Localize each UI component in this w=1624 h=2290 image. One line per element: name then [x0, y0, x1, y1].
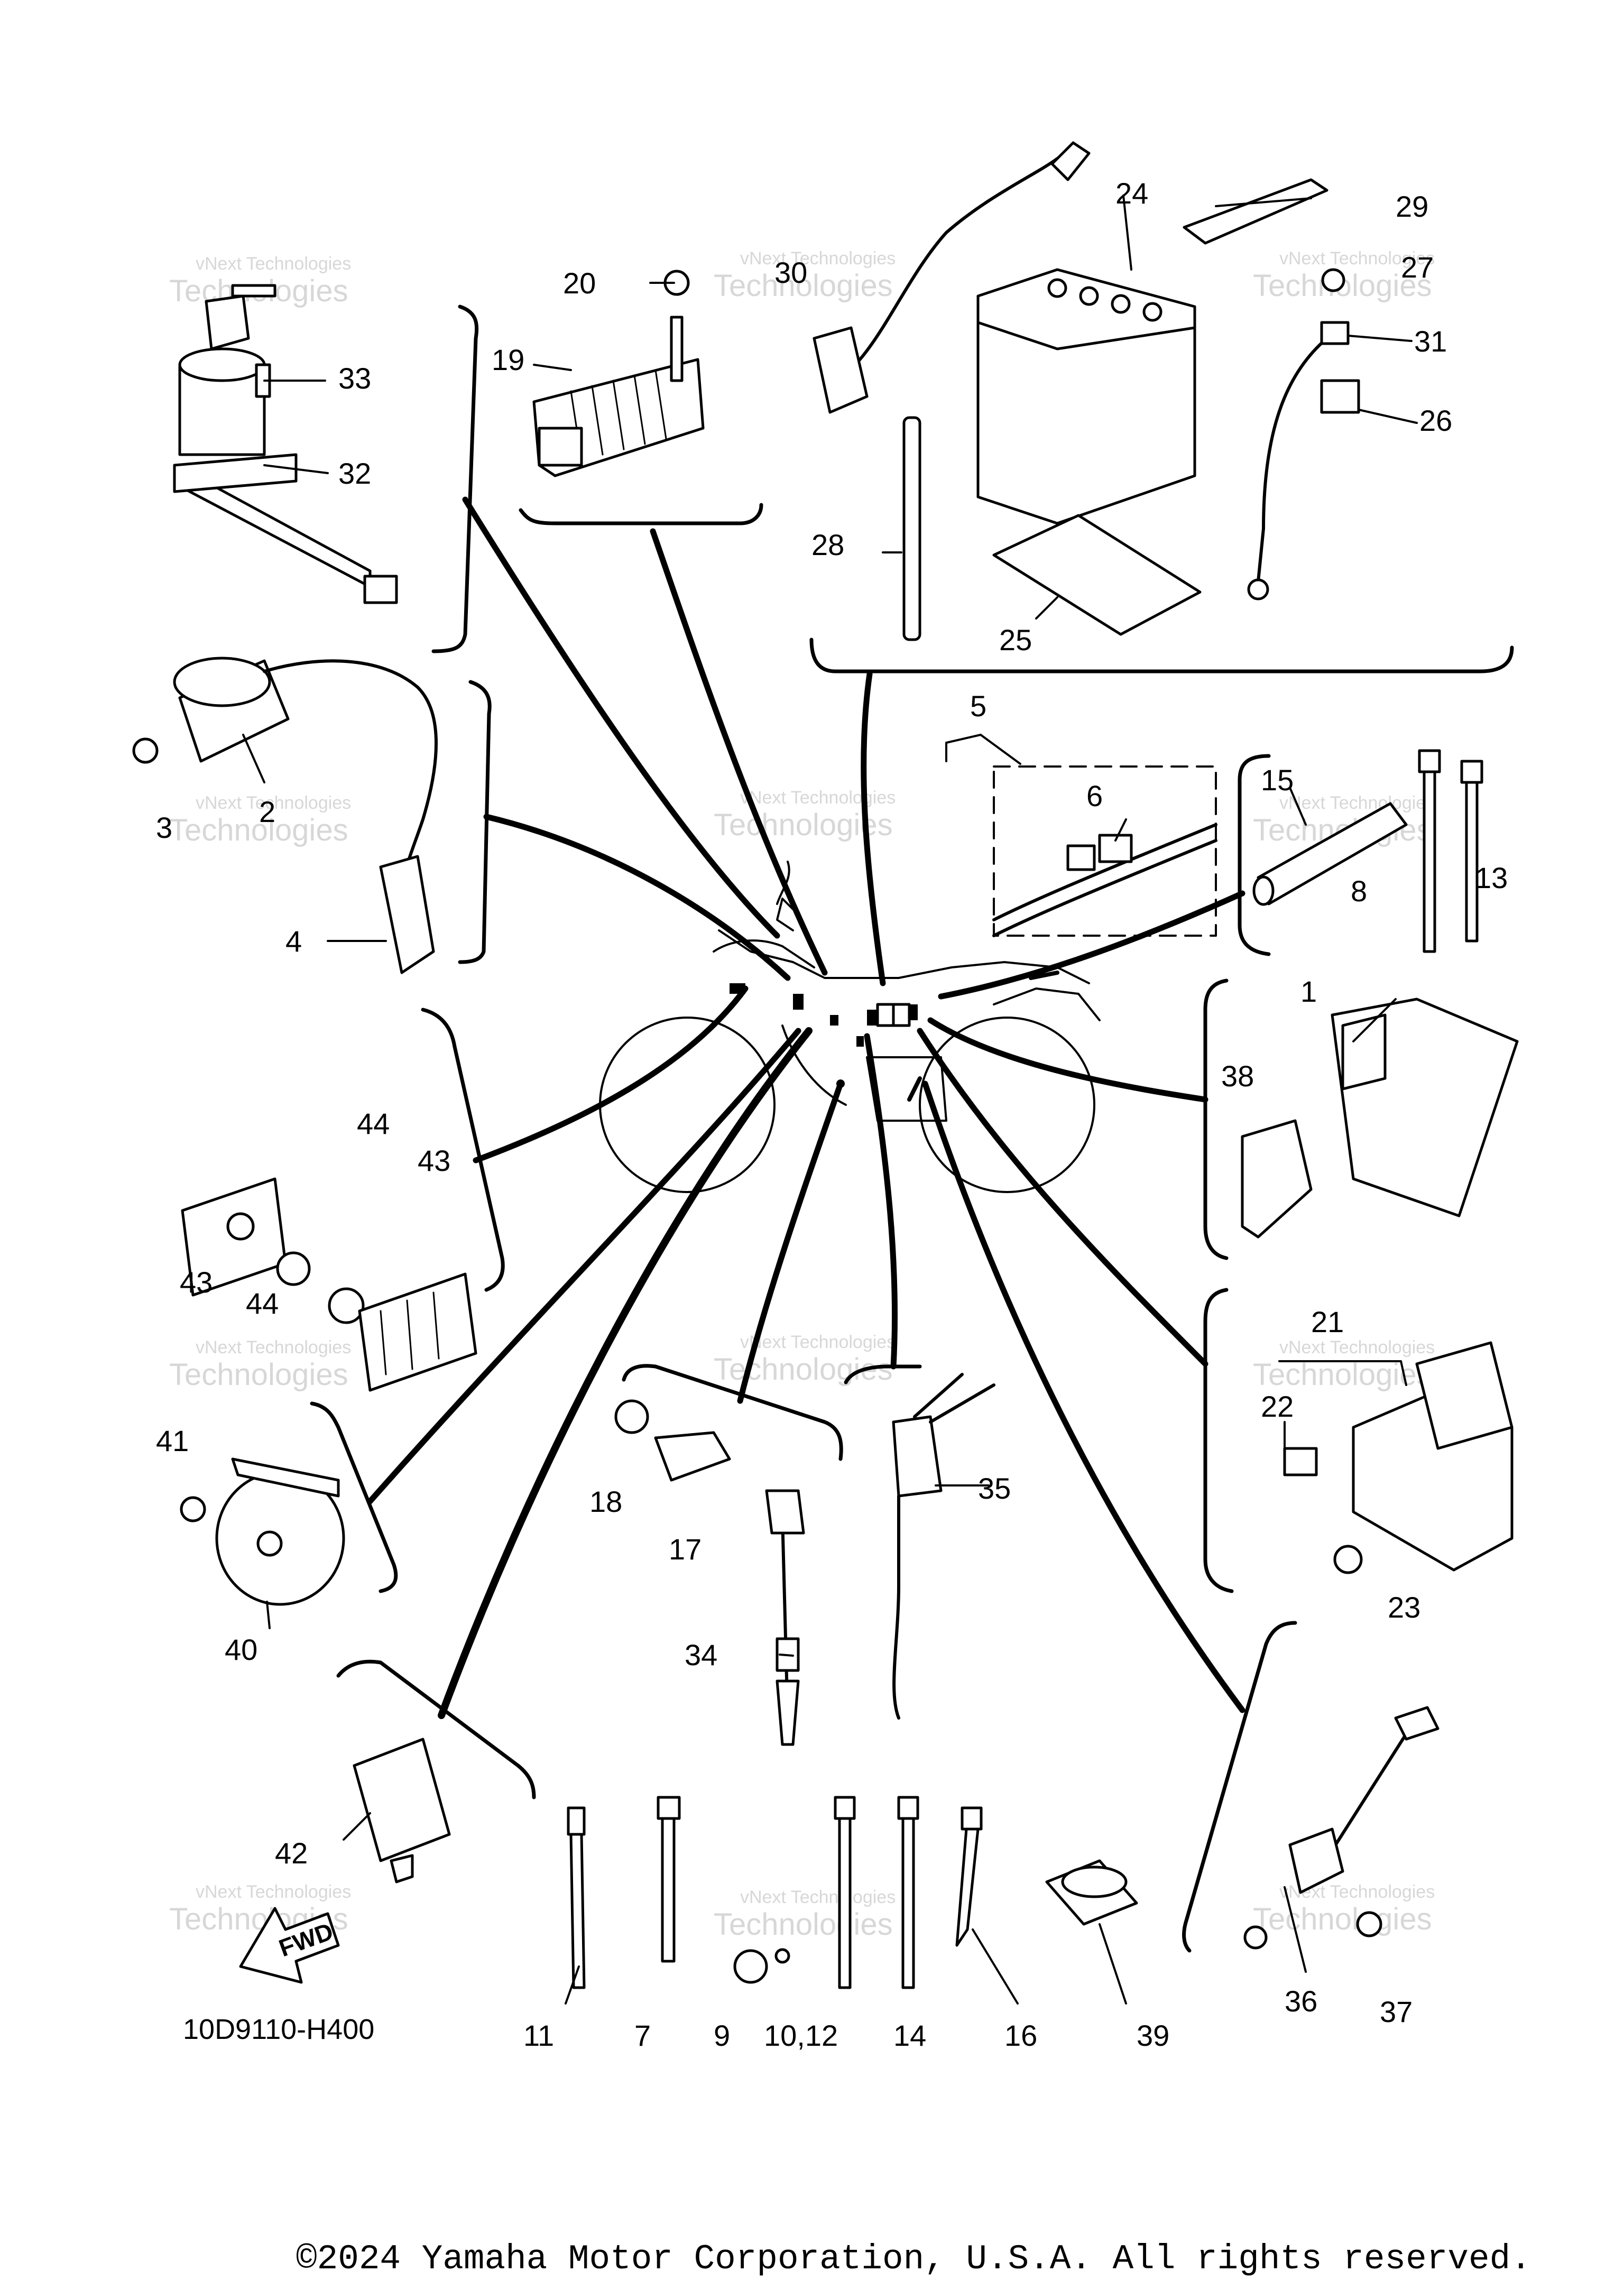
callout-3: 3	[156, 811, 172, 844]
callout-18: 18	[589, 1485, 622, 1518]
callout-20: 20	[563, 266, 596, 300]
callout-33: 33	[338, 362, 371, 395]
callout-32: 32	[338, 457, 371, 490]
callout-35: 35	[978, 1472, 1011, 1505]
callout-42: 42	[275, 1836, 308, 1870]
callout-layer: 1 2 3 4 5 6 7 8 9 10,12 11 13 14 15 16 1…	[156, 177, 1508, 2052]
callout-25: 25	[999, 623, 1032, 657]
callout-43-right: 43	[418, 1144, 450, 1177]
watermark-line1: vNext Technologies	[1279, 248, 1435, 269]
watermark-line1: vNext Technologies	[740, 1332, 896, 1352]
callout-11: 11	[523, 2019, 554, 2052]
callout-44-lower: 44	[246, 1287, 279, 1320]
callout-14: 14	[893, 2019, 926, 2052]
callout-1: 1	[1300, 975, 1317, 1008]
callout-31: 31	[1414, 325, 1447, 358]
copyright-notice: ©2024 Yamaha Motor Corporation, U.S.A. A…	[296, 2239, 1531, 2279]
callout-leaders	[242, 195, 1418, 2005]
harness-leaders	[367, 496, 1245, 1719]
callout-13: 13	[1475, 861, 1508, 894]
callout-24: 24	[1115, 177, 1148, 210]
drawing-code: 10D9110-H400	[183, 2014, 375, 2045]
callout-15: 15	[1261, 763, 1294, 797]
vehicle-outline	[599, 861, 1101, 1193]
callout-21: 21	[1311, 1305, 1344, 1338]
watermark-line1: vNext Technologies	[1279, 793, 1435, 813]
group-brackets	[310, 304, 1514, 1953]
callout-8: 8	[1351, 874, 1367, 908]
callout-39: 39	[1137, 2019, 1169, 2052]
callout-29: 29	[1396, 190, 1428, 223]
callout-36: 36	[1285, 1984, 1317, 2018]
parts-layer: FWD	[132, 141, 1519, 1989]
watermark-line1: vNext Technologies	[196, 254, 351, 274]
watermark-line1: vNext Technologies	[196, 793, 351, 813]
watermark-line2: Technologies	[1253, 1358, 1432, 1392]
watermark-line1: vNext Technologies	[196, 1337, 351, 1358]
callout-9: 9	[714, 2019, 730, 2052]
watermark-line1: vNext Technologies	[740, 788, 896, 808]
watermark-line2: Technologies	[714, 269, 893, 303]
callout-17: 17	[669, 1532, 702, 1566]
callout-5: 5	[970, 689, 986, 723]
callout-41: 41	[156, 1424, 189, 1457]
callout-16: 16	[1004, 2019, 1037, 2052]
watermark-line2: Technologies	[169, 1358, 348, 1392]
watermark-line1: vNext Technologies	[740, 1887, 896, 1907]
callout-28: 28	[811, 528, 844, 561]
callout-43-left: 43	[180, 1266, 213, 1299]
callout-34: 34	[685, 1638, 717, 1672]
callout-37: 37	[1380, 1995, 1413, 2028]
watermark-line2: Technologies	[714, 1907, 893, 1942]
callout-6: 6	[1086, 779, 1103, 812]
callout-27: 27	[1401, 251, 1434, 284]
callout-22: 22	[1261, 1390, 1294, 1423]
callout-4: 4	[285, 925, 302, 958]
watermark-line1: vNext Technologies	[740, 248, 896, 269]
callout-38: 38	[1221, 1059, 1254, 1093]
callout-19: 19	[492, 343, 524, 376]
callout-7: 7	[634, 2019, 651, 2052]
callout-23: 23	[1388, 1591, 1420, 1624]
callout-26: 26	[1419, 404, 1452, 437]
watermark-line1: vNext Technologies	[1279, 1337, 1435, 1358]
callout-2: 2	[259, 795, 275, 828]
watermark-line2: Technologies	[169, 813, 348, 847]
callout-40: 40	[225, 1633, 257, 1666]
watermark-line1: vNext Technologies	[196, 1882, 351, 1902]
watermark-line2: Technologies	[1253, 1902, 1432, 1936]
callout-30: 30	[774, 256, 807, 289]
callout-10-12: 10,12	[764, 2019, 838, 2052]
callout-44-upper: 44	[357, 1107, 390, 1140]
